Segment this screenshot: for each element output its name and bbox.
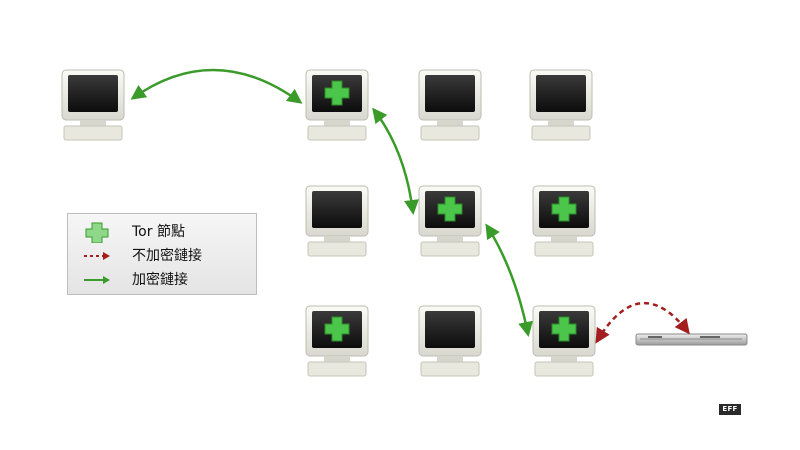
computer-tor-node-r2c4 xyxy=(532,185,596,257)
legend-label: 不加密鏈接 xyxy=(132,248,202,264)
tor-cross-icon xyxy=(437,196,463,222)
computer-tor-node-r3c4 xyxy=(532,305,596,377)
encrypted-link-node-to-node xyxy=(372,107,419,215)
legend-item-encrypted: 加密鏈接 xyxy=(68,269,256,291)
legend-label: Tor 節點 xyxy=(132,224,185,240)
destination-server xyxy=(635,333,748,346)
computer-tor-node-r3c2 xyxy=(305,305,369,377)
tor-cross-icon xyxy=(324,316,350,342)
encrypted-link-user-to-node xyxy=(130,68,303,104)
legend: Tor 節點 不加密鏈接 加密鏈接 xyxy=(67,213,257,295)
red-dotted-arrow-icon xyxy=(84,252,110,260)
computer-tor-node-r1c2 xyxy=(305,69,369,141)
computer-r2c2 xyxy=(305,185,369,257)
green-arrow-icon xyxy=(84,276,110,284)
eff-logo: EFF xyxy=(719,404,741,415)
computer-r3c3 xyxy=(418,305,482,377)
encrypted-link-node-to-exit xyxy=(485,223,533,337)
computer-r1c3 xyxy=(418,69,482,141)
unencrypted-link-exit-to-server xyxy=(595,302,690,344)
computer-user xyxy=(61,69,125,141)
tor-cross-icon xyxy=(551,196,577,222)
tor-cross-icon xyxy=(324,80,350,106)
computer-r1c4 xyxy=(529,69,593,141)
computer-tor-node-r2c3 xyxy=(418,185,482,257)
tor-cross-icon xyxy=(551,316,577,342)
green-cross-icon xyxy=(85,222,109,243)
legend-item-tor-node: Tor 節點 xyxy=(68,221,256,243)
legend-label: 加密鏈接 xyxy=(132,272,188,288)
legend-item-unencrypted: 不加密鏈接 xyxy=(68,245,256,267)
